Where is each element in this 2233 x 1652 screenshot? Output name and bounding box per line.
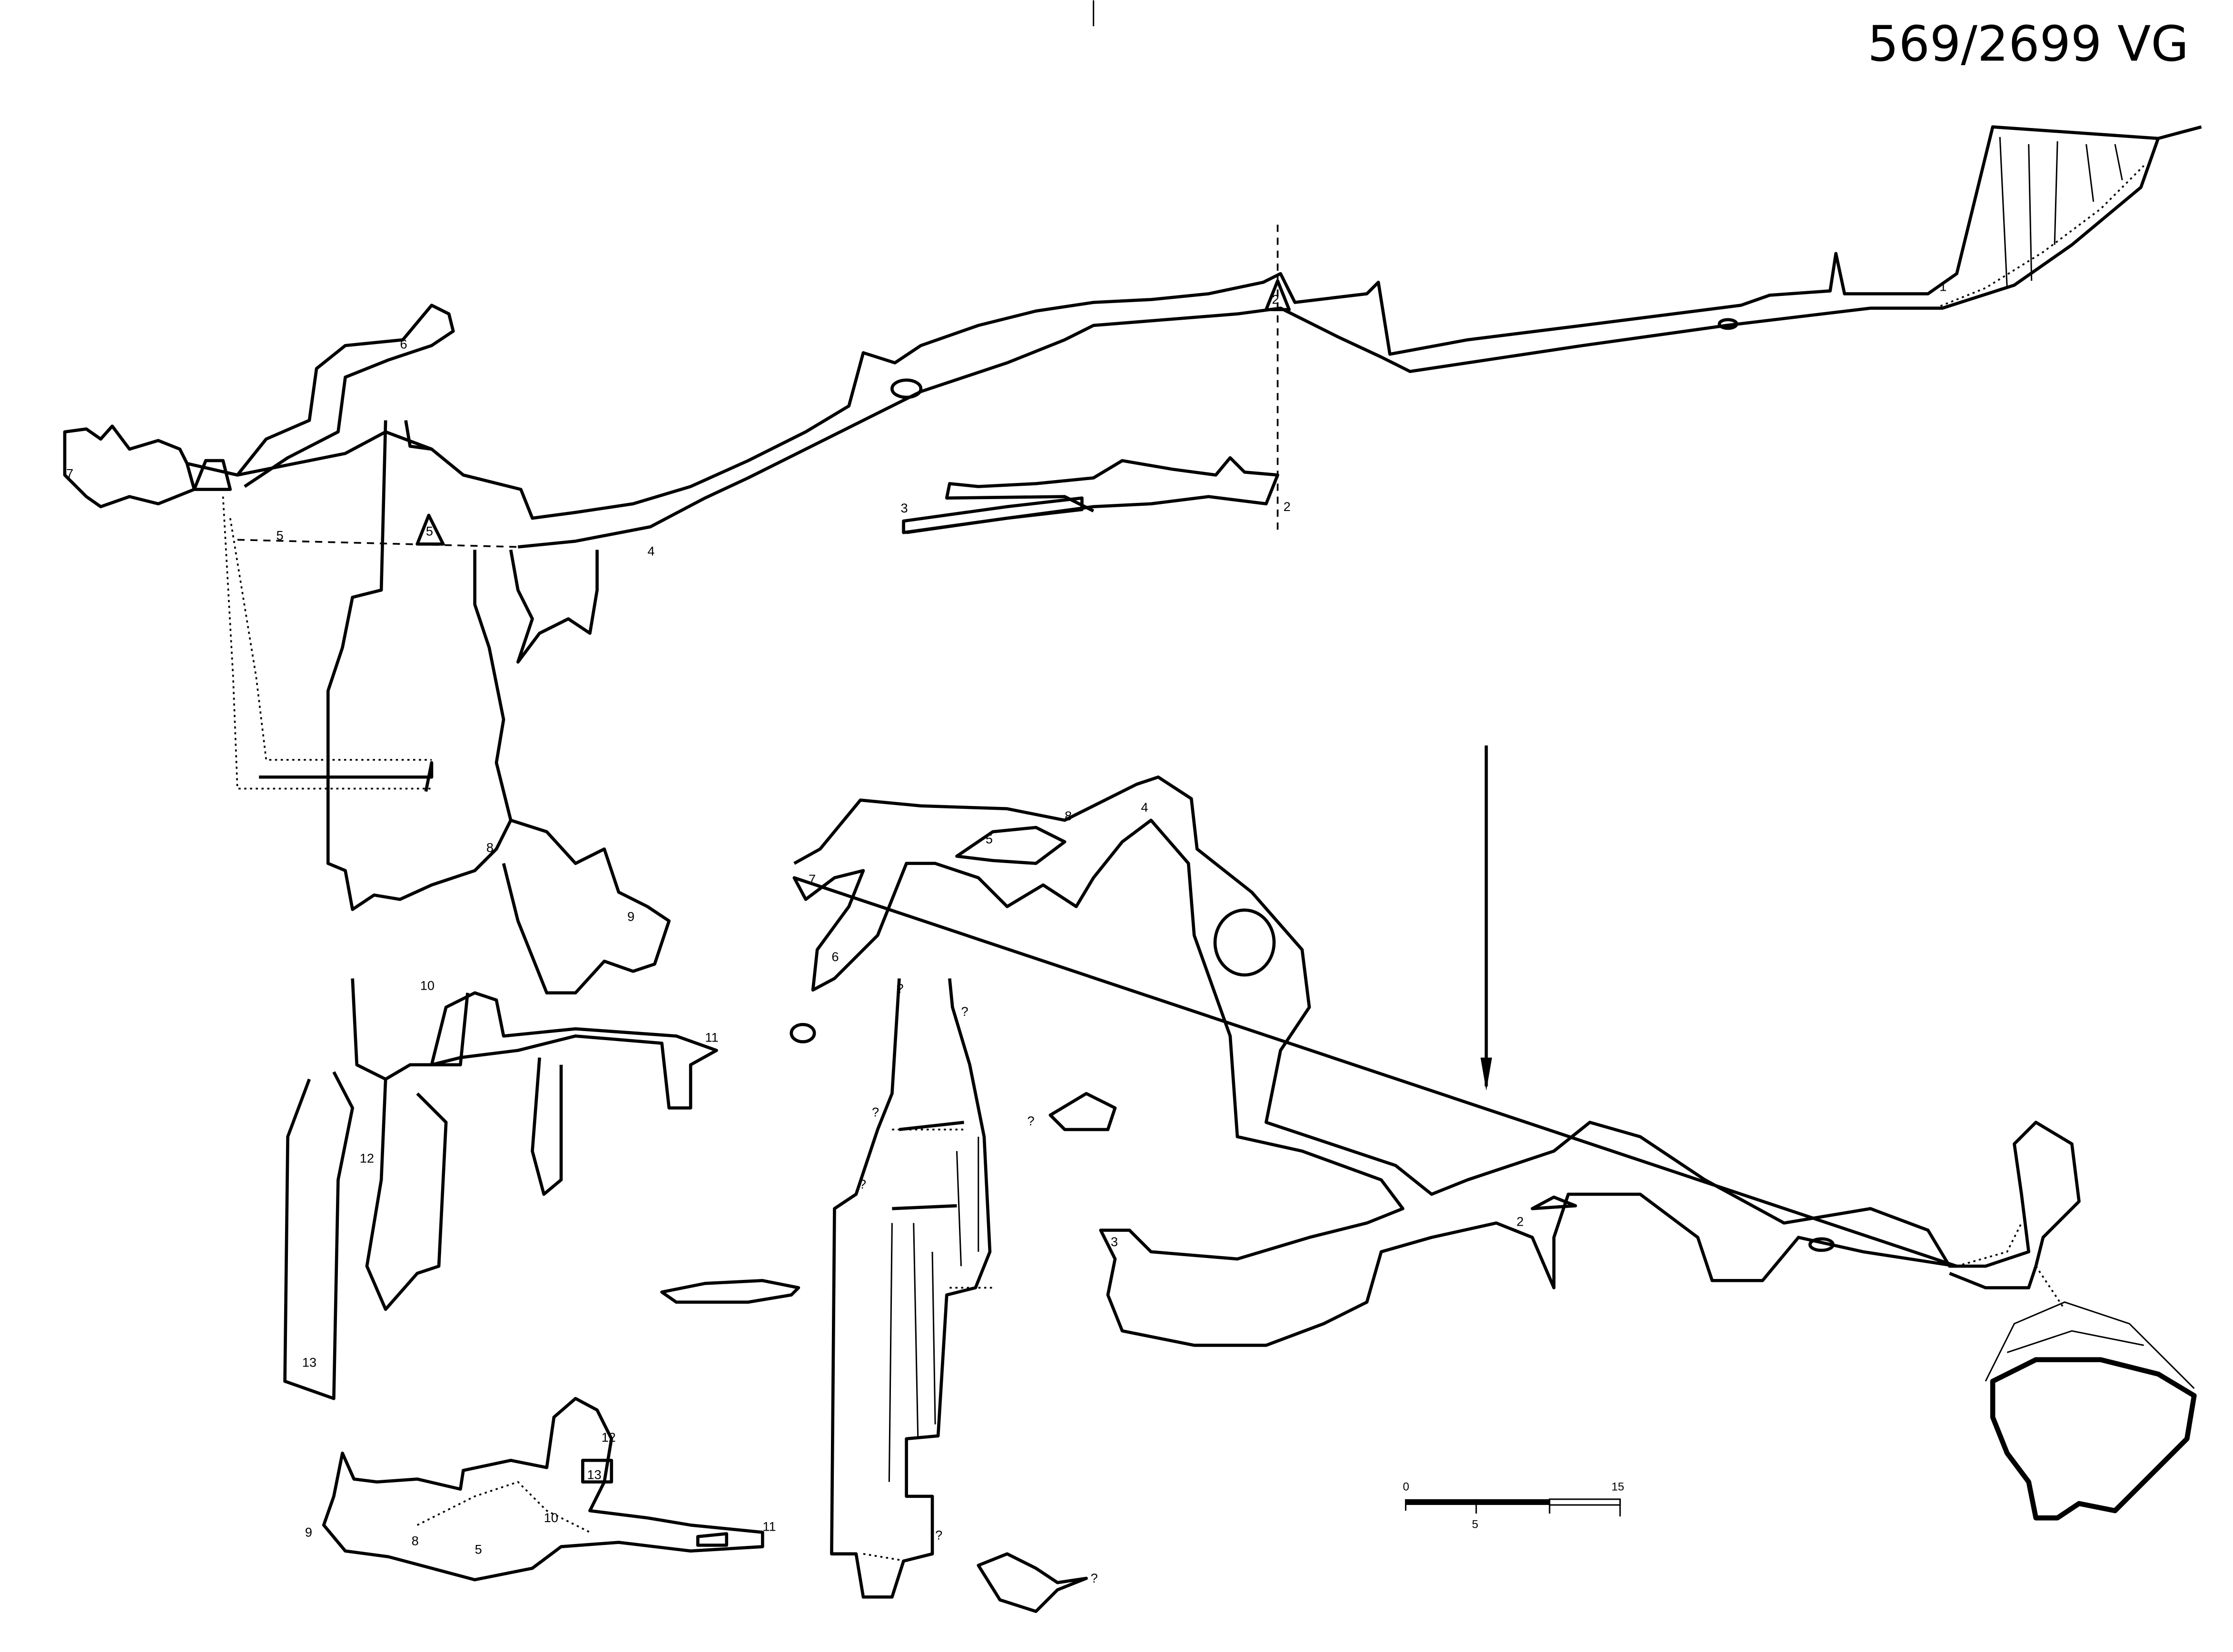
unknown-mark: ? [961, 1004, 968, 1019]
unknown-mark: ? [872, 1105, 879, 1120]
upper-profile: 8 9 10 11 12 13 1 2 2 3 4 5 5 6 7 [63, 125, 2202, 1400]
plan-station-3: 3 [1111, 1234, 1118, 1249]
station-9: 9 [627, 909, 634, 924]
ll-station-11: 11 [762, 1519, 776, 1534]
plan-lower-left: 5 8 9 10 11 12 13 [305, 1396, 776, 1582]
ll-station-12: 12 [602, 1430, 616, 1445]
ll-station-8: 8 [412, 1534, 419, 1548]
station-2b: 2 [1284, 499, 1291, 514]
scale-bar: 0 5 15 [1403, 1481, 1624, 1531]
station-6: 6 [400, 336, 407, 351]
sheet-reference: 569/2699 VG [1867, 16, 2189, 73]
middle-profile: ? ? ? ? ? ? ? [660, 978, 1117, 1613]
scale-label-0: 0 [1403, 1481, 1409, 1494]
plan-station-6: 6 [831, 949, 839, 964]
unknown-mark: ? [1091, 1571, 1098, 1585]
station-4: 4 [647, 544, 654, 559]
unknown-mark: ? [859, 1177, 866, 1191]
station-5: 5 [276, 528, 283, 542]
station-13: 13 [302, 1355, 316, 1370]
station-5b: 5 [426, 523, 433, 538]
scale-label-5: 5 [1472, 1518, 1478, 1531]
station-7: 7 [66, 466, 73, 481]
unknown-mark: ? [896, 981, 903, 996]
station-8: 8 [486, 840, 494, 855]
station-12: 12 [360, 1150, 374, 1165]
ll-station-10: 10 [544, 1510, 558, 1525]
station-2: 2 [1272, 292, 1279, 307]
ll-station-9: 9 [305, 1524, 312, 1539]
ll-station-13: 13 [587, 1467, 601, 1482]
station-11: 11 [705, 1030, 718, 1044]
scale-label-15: 15 [1611, 1481, 1624, 1494]
plan-station-7: 7 [809, 872, 816, 886]
station-10: 10 [420, 978, 435, 993]
plan-station-4: 4 [1141, 800, 1148, 815]
plan-station-2: 2 [1516, 1214, 1523, 1229]
station-3: 3 [901, 501, 908, 515]
unknown-mark: ? [1028, 1113, 1035, 1128]
ll-station-5: 5 [475, 1542, 482, 1557]
unknown-mark: ? [935, 1528, 942, 1543]
north-arrow-head [1480, 1057, 1492, 1091]
plan-main: 2 3 4 5 6 7 8 [792, 745, 2197, 1521]
plan-station-5: 5 [986, 831, 993, 846]
plan-station-8: 8 [1065, 808, 1072, 823]
station-1: 1 [1939, 279, 1946, 294]
